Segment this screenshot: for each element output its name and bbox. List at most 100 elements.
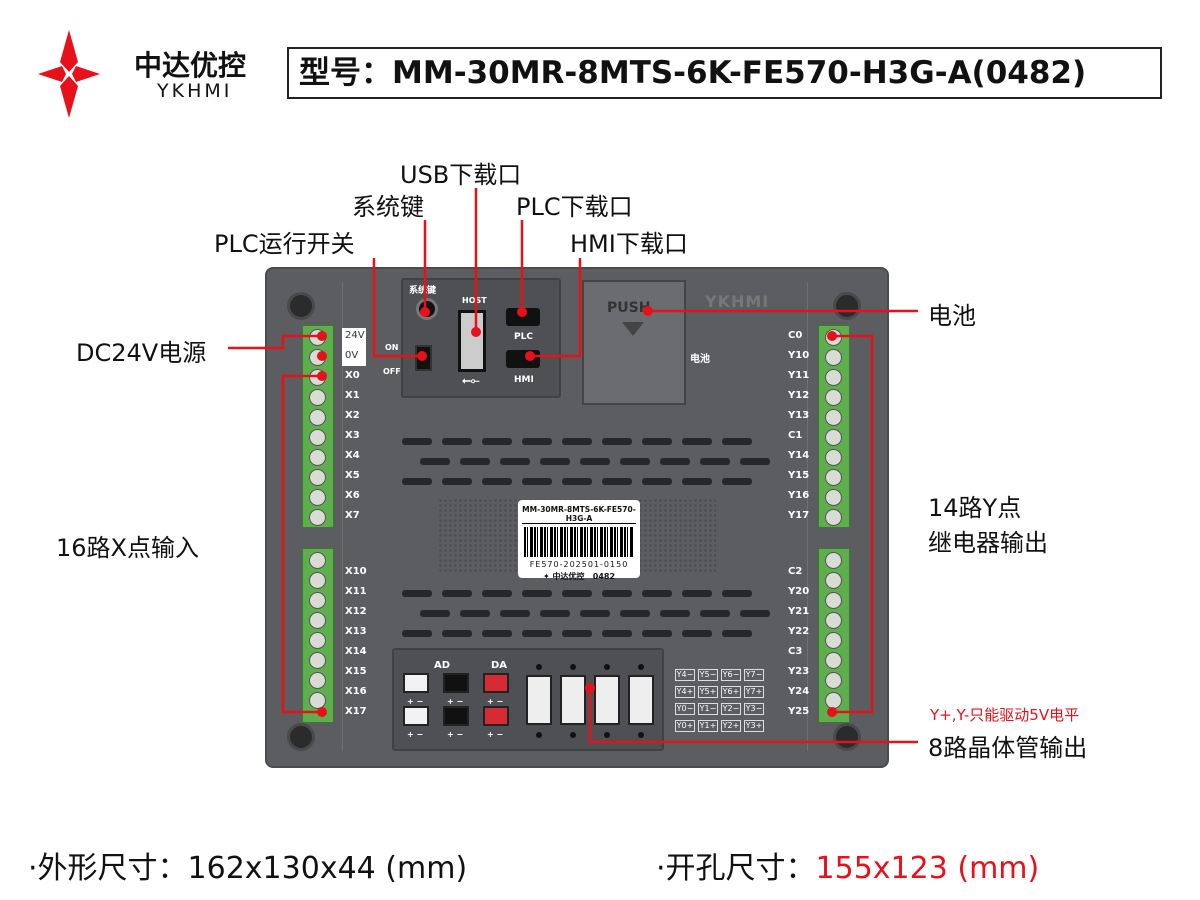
terminal-screw[interactable] [309, 692, 326, 709]
terminal-label: Y25 [788, 706, 810, 717]
analog-connector[interactable] [403, 673, 429, 693]
led-dot [536, 732, 542, 738]
terminal-screw[interactable] [825, 509, 842, 526]
terminal-screw[interactable] [825, 409, 842, 426]
terminal-screw[interactable] [309, 572, 326, 589]
vent-slot [602, 590, 632, 597]
terminal-screw[interactable] [309, 552, 326, 569]
vent-slot [540, 458, 570, 465]
terminal-screw[interactable] [309, 592, 326, 609]
vent-slot [602, 478, 632, 485]
terminal-label: Y22 [788, 626, 810, 637]
analog-connector[interactable] [443, 706, 469, 726]
transistor-output-connector[interactable] [526, 675, 552, 725]
cutout-dimension-label: ·开孔尺寸： [656, 851, 816, 886]
terminal-screw[interactable] [825, 612, 842, 629]
terminal-screw[interactable] [825, 349, 842, 366]
terminal-screw[interactable] [825, 369, 842, 386]
vent-slot [562, 478, 592, 485]
terminal-label: 0V [345, 350, 359, 361]
vent-slot [402, 478, 432, 485]
led-dot [638, 664, 644, 670]
terminal-screw[interactable] [309, 672, 326, 689]
sticker-logo-icon: ✦ [542, 572, 550, 581]
vent-slot [682, 590, 712, 597]
callout-battery: 电池 [928, 302, 976, 330]
terminal-label: Y20 [788, 586, 810, 597]
terminal-label: X11 [345, 586, 367, 597]
battery-label: 电池 [690, 354, 710, 365]
analog-connector[interactable] [443, 673, 469, 693]
vent-slot [402, 630, 432, 637]
terminal-screw[interactable] [825, 572, 842, 589]
terminal-screw[interactable] [825, 672, 842, 689]
terminal-screw[interactable] [309, 449, 326, 466]
mount-hole [287, 723, 315, 751]
terminal-screw[interactable] [825, 389, 842, 406]
terminal-screw[interactable] [825, 449, 842, 466]
terminal-screw[interactable] [309, 389, 326, 406]
terminal-screw[interactable] [825, 632, 842, 649]
device-brand-mark: YKHMI [705, 292, 770, 311]
terminal-label: Y10 [788, 350, 810, 361]
terminal-label: Y12 [788, 390, 810, 401]
transistor-output-connector[interactable] [628, 675, 654, 725]
usb-host-port[interactable] [458, 310, 486, 372]
callout-power: DC24V电源 [76, 339, 207, 367]
terminal-label: X5 [345, 470, 360, 481]
vent-slot [642, 438, 672, 445]
vent-slot [402, 438, 432, 445]
terminal-screw[interactable] [309, 509, 326, 526]
terminal-screw[interactable] [825, 652, 842, 669]
terminal-screw[interactable] [309, 469, 326, 486]
vent-slot [740, 610, 770, 617]
callout-usb: USB下载口 [400, 161, 522, 189]
terminal-label: X7 [345, 510, 360, 521]
vent-slot [522, 438, 552, 445]
analog-connector[interactable] [483, 673, 509, 693]
terminal-screw[interactable] [825, 552, 842, 569]
outer-dimension: ·外形尺寸：162x130x44 (mm) [28, 843, 467, 887]
terminal-screw[interactable] [309, 612, 326, 629]
terminal-label: X3 [345, 430, 360, 441]
vent-slot [642, 590, 672, 597]
terminal-label: C1 [788, 430, 803, 441]
plc-port-label: PLC [514, 332, 533, 342]
terminal-screw[interactable] [309, 409, 326, 426]
sticker-brand: 中达优控 [552, 572, 585, 581]
transistor-output-connector[interactable] [560, 675, 586, 725]
analog-connector[interactable] [403, 706, 429, 726]
vent-slot [682, 478, 712, 485]
transistor-output-connector[interactable] [594, 675, 620, 725]
terminal-screw[interactable] [825, 489, 842, 506]
y-terminal-tag: Y7+ [744, 686, 764, 698]
terminal-screw[interactable] [825, 469, 842, 486]
battery-cover[interactable] [582, 280, 686, 405]
brand-name-cn: 中达优控 [134, 49, 247, 82]
terminal-label: X1 [345, 390, 360, 401]
terminal-label: C3 [788, 646, 803, 657]
terminal-screw[interactable] [309, 652, 326, 669]
vent-slot [602, 438, 632, 445]
y-terminal-tag: Y2− [721, 703, 741, 715]
y-terminal-tag: Y5− [698, 669, 718, 681]
led-dot [570, 664, 576, 670]
vent-slot [482, 478, 512, 485]
led-dot [536, 664, 542, 670]
terminal-label: X2 [345, 410, 360, 421]
terminal-screw[interactable] [825, 592, 842, 609]
terminal-label: X10 [345, 566, 367, 577]
analog-connector[interactable] [483, 706, 509, 726]
terminal-screw[interactable] [309, 489, 326, 506]
vent-slot [522, 478, 552, 485]
terminal-screw[interactable] [309, 632, 326, 649]
vent-slot [562, 438, 592, 445]
plc-mini-usb-port[interactable] [506, 308, 540, 326]
y-terminal-tag: Y3+ [744, 720, 764, 732]
led-dot [604, 664, 610, 670]
terminal-screw[interactable] [309, 429, 326, 446]
vent-slot [580, 458, 610, 465]
terminal-screw[interactable] [825, 429, 842, 446]
terminal-label: X0 [345, 370, 360, 381]
polarity-label: + − [407, 697, 424, 706]
